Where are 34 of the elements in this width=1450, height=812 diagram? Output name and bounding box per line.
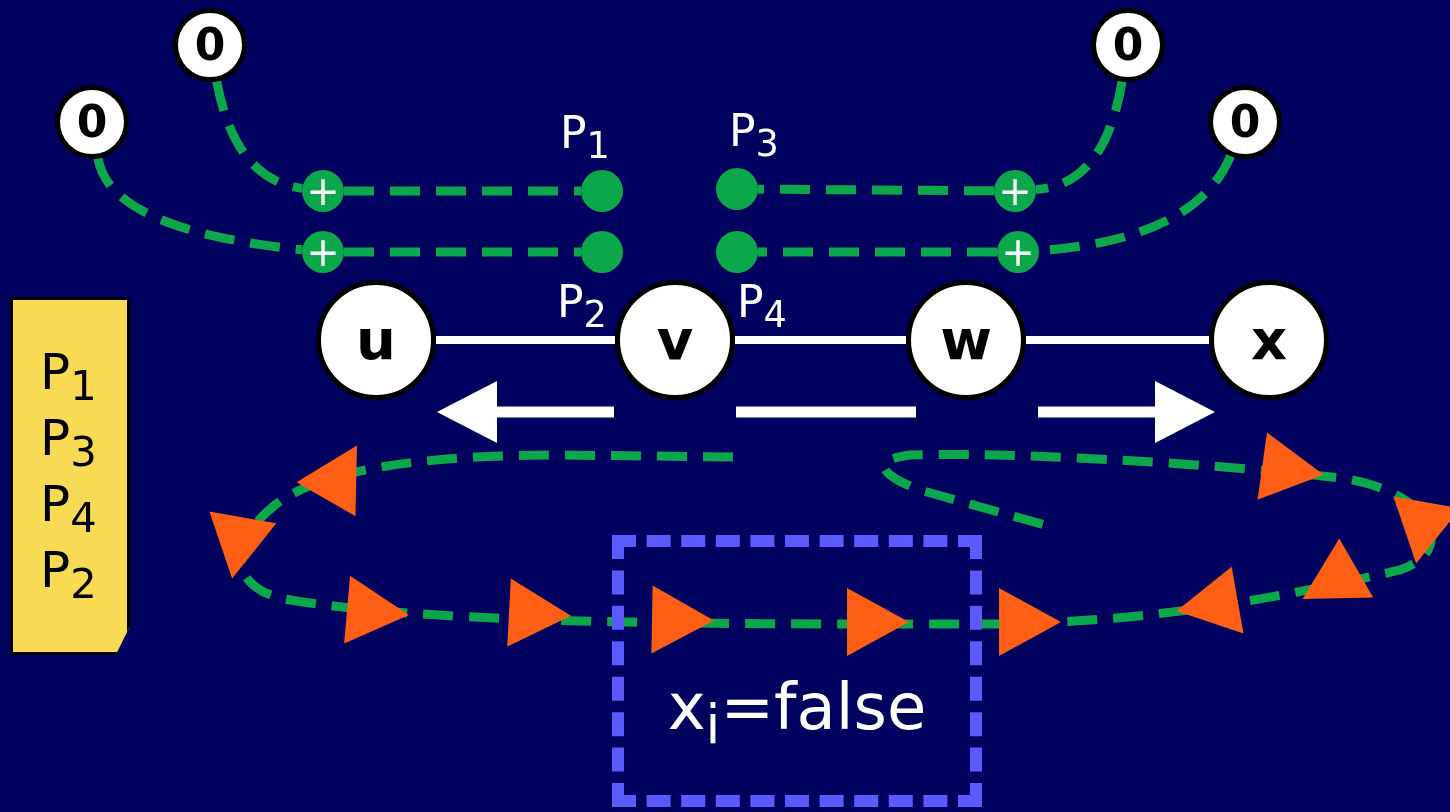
point-label: P$_{2}$ — [557, 280, 607, 334]
connector-line — [735, 336, 906, 344]
node-label: v — [656, 307, 694, 373]
dashed-path — [1035, 80, 1127, 195]
node-label: w — [940, 307, 992, 373]
node-label: x — [1250, 307, 1288, 373]
connector-line — [1026, 336, 1209, 344]
node-label: 0 — [76, 96, 108, 148]
node-label: + — [306, 168, 340, 214]
node-label: 0 — [1112, 19, 1144, 71]
node-label: + — [998, 168, 1032, 214]
dashed-path — [344, 186, 581, 196]
node-label: + — [1001, 229, 1035, 275]
dashed-frame — [612, 535, 982, 807]
connector-line — [436, 336, 615, 344]
point-dot — [716, 168, 758, 210]
point-dot — [581, 231, 623, 273]
assignment-text: x$_{i}$=false — [667, 670, 927, 755]
point-label: P$_{4}$ — [737, 280, 787, 334]
path-order-text: P$_{1}$ P$_{3}$ P$_{4}$ P$_{2}$ — [40, 344, 98, 608]
note-card — [10, 297, 130, 655]
dashed-path — [757, 184, 995, 196]
dashed-path — [212, 80, 303, 193]
node-label: 0 — [1229, 96, 1261, 148]
point-dot — [716, 231, 758, 273]
node-label: u — [356, 307, 396, 373]
node-label: + — [306, 229, 340, 275]
dashed-path — [93, 157, 303, 255]
dashed-path — [758, 247, 997, 257]
point-dot — [581, 170, 623, 212]
node-label: 0 — [194, 19, 226, 71]
point-label: P$_{3}$ — [729, 109, 779, 163]
dashed-path — [344, 247, 581, 257]
point-label: P$_{1}$ — [560, 111, 610, 165]
